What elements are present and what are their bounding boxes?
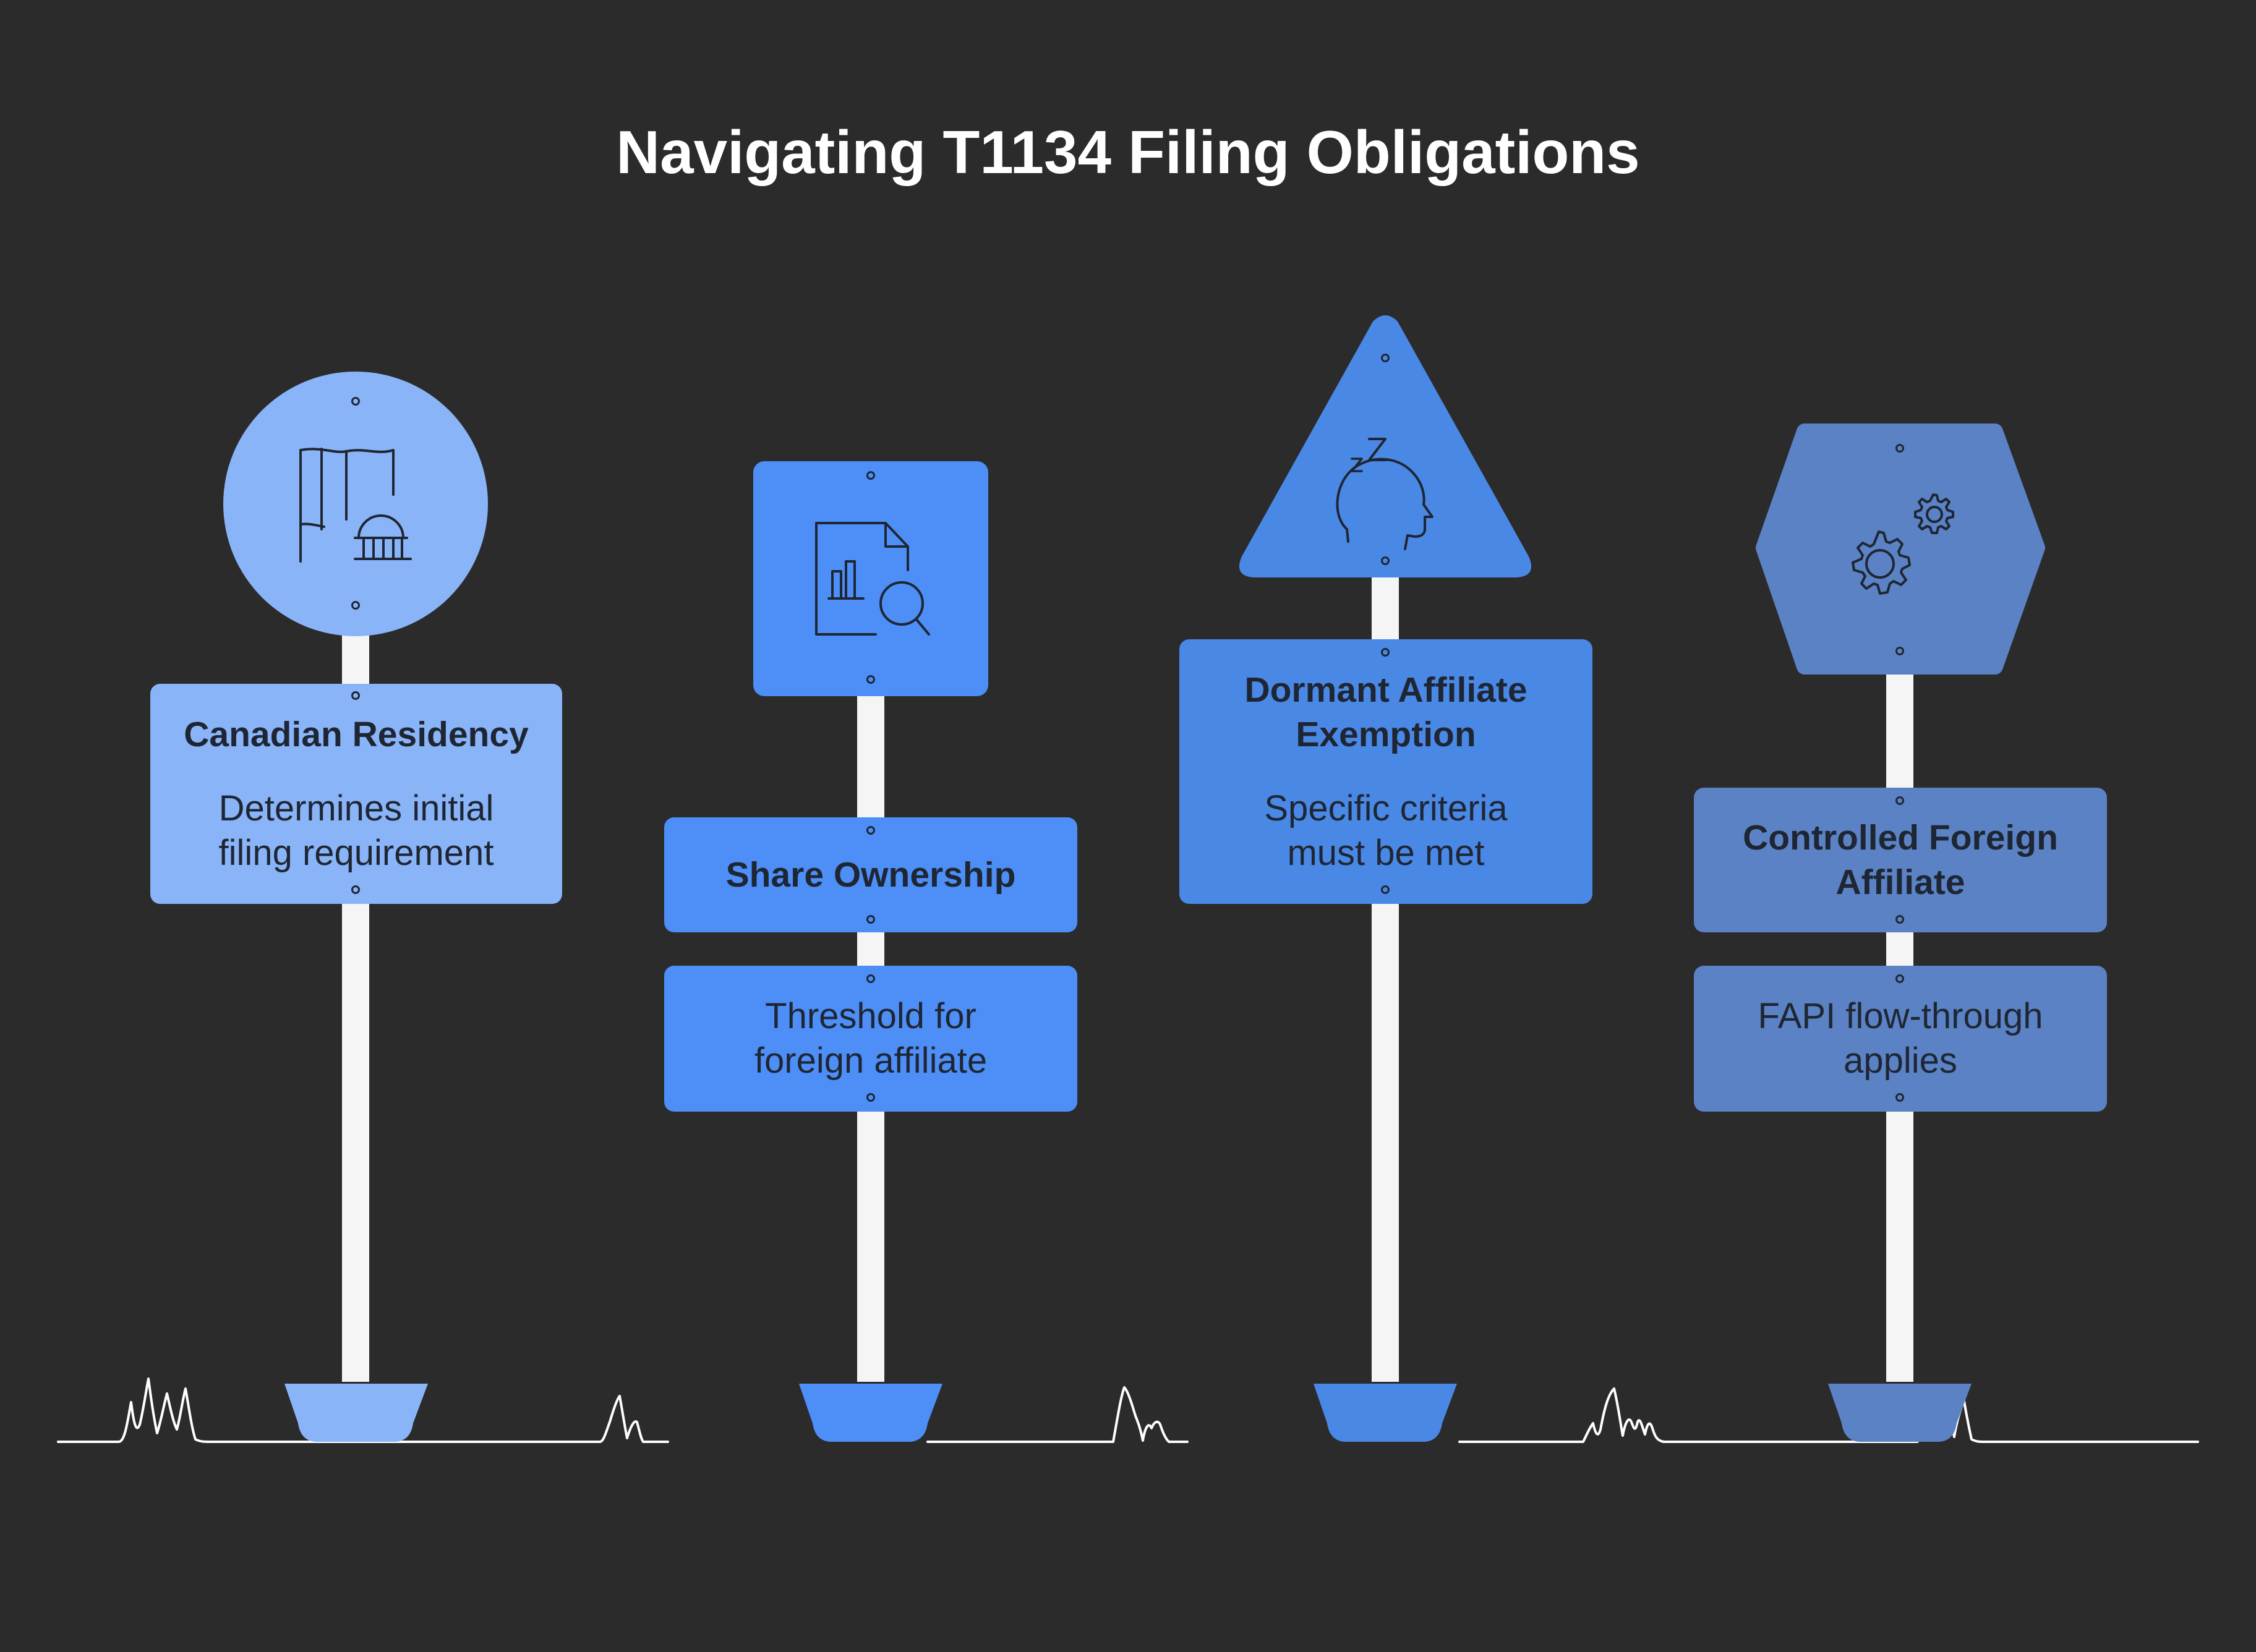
page-title: Navigating T1134 Filing Obligations — [616, 118, 1640, 186]
screw-hole — [351, 691, 360, 700]
screw-hole — [866, 675, 875, 684]
screw-hole — [1895, 796, 1904, 805]
heading-controlled-foreign-affiliate: Controlled Foreign Affiliate — [1743, 818, 2058, 902]
sign-square-share-ownership — [753, 461, 988, 696]
card-dormant-affiliate: Dormant Affiliate Exemption Specific cri… — [1179, 639, 1592, 904]
ground-line — [57, 1377, 2199, 1443]
sleeping-head-icon — [1336, 438, 1434, 550]
flag-building-icon — [299, 448, 412, 563]
document-chart-search-icon — [815, 522, 930, 636]
screw-hole — [1381, 556, 1390, 565]
card-controlled-foreign-affiliate-heading: Controlled Foreign Affiliate — [1694, 788, 2107, 932]
description-dormant-affiliate: Specific criteria must be met — [1264, 788, 1508, 873]
sign-circle-canadian-residency — [223, 372, 488, 636]
base-dormant-affiliate — [1314, 1384, 1457, 1442]
screw-hole — [866, 471, 875, 480]
screw-hole — [866, 974, 875, 983]
base-share-ownership — [799, 1384, 942, 1442]
screw-hole — [351, 397, 360, 406]
screw-hole — [1895, 1093, 1904, 1102]
screw-hole — [1381, 885, 1390, 894]
screw-hole — [1895, 647, 1904, 655]
base-canadian-residency — [284, 1384, 428, 1442]
card-share-ownership-description: Threshold for foreign affiliate — [664, 966, 1077, 1112]
screw-hole — [866, 915, 875, 924]
heading-dormant-affiliate: Dormant Affiliate Exemption — [1244, 670, 1528, 754]
screw-hole — [1381, 354, 1390, 362]
description-share-ownership: Threshold for foreign affiliate — [754, 996, 988, 1081]
card-share-ownership-heading: Share Ownership — [664, 817, 1077, 932]
screw-hole — [351, 885, 360, 894]
card-controlled-foreign-affiliate-description: FAPI flow-through applies — [1694, 966, 2107, 1112]
sign-triangle-dormant-affiliate — [1239, 315, 1532, 577]
screw-hole — [866, 826, 875, 835]
screw-hole — [1895, 915, 1904, 924]
heading-share-ownership: Share Ownership — [725, 855, 1016, 895]
description-canadian-residency: Determines initial filing requirement — [218, 788, 494, 873]
card-canadian-residency: Canadian Residency Determines initial fi… — [150, 684, 562, 904]
screw-hole — [1381, 648, 1390, 657]
description-controlled-foreign-affiliate: FAPI flow-through applies — [1758, 996, 2043, 1081]
gears-icon — [1852, 493, 1954, 595]
screw-hole — [1895, 974, 1904, 983]
screw-hole — [351, 601, 360, 610]
base-controlled-foreign-affiliate — [1828, 1384, 1972, 1442]
heading-canadian-residency: Canadian Residency — [184, 715, 529, 754]
screw-hole — [1895, 444, 1904, 453]
screw-hole — [866, 1093, 875, 1102]
